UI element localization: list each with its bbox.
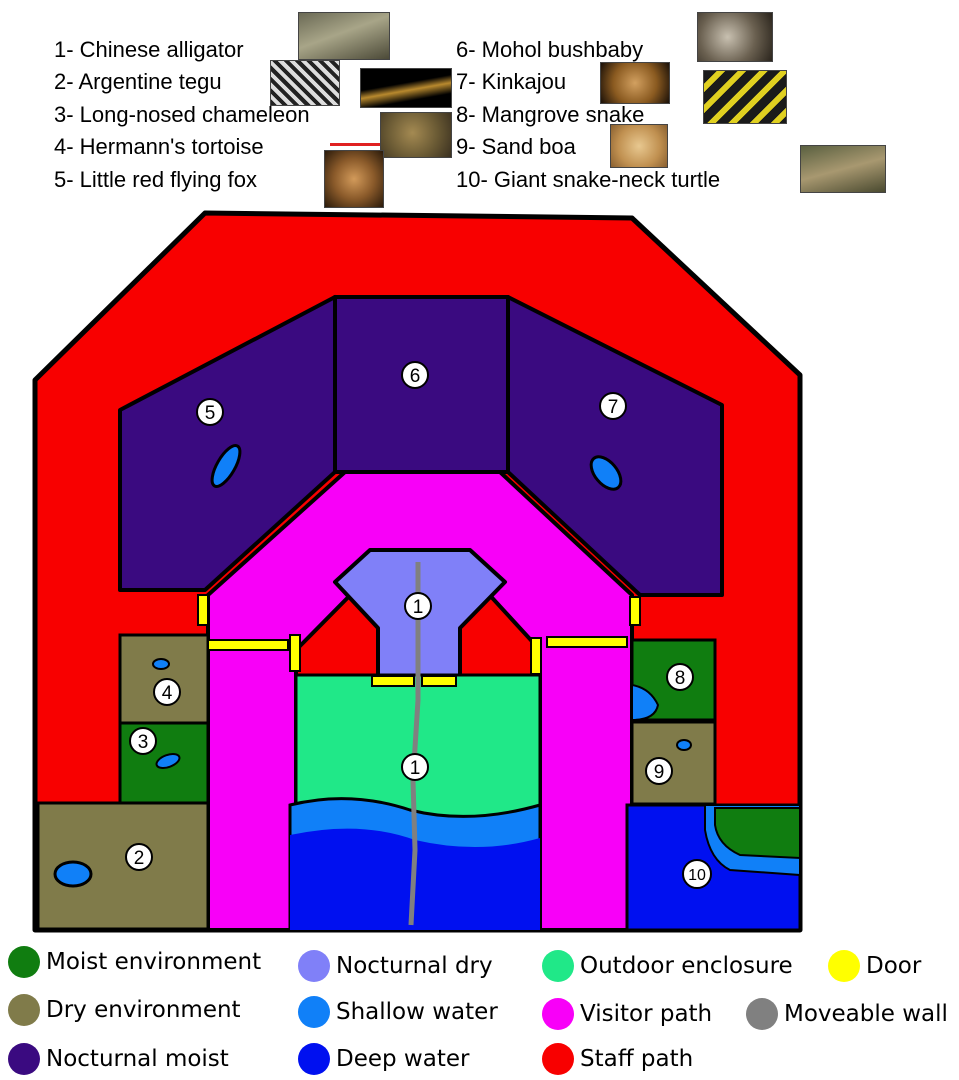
legend-swatch xyxy=(8,1043,40,1075)
label-10: 10 xyxy=(682,859,712,889)
species-item-2: 2- Argentine tegu xyxy=(54,69,222,94)
label-4: 4 xyxy=(153,678,181,706)
label-1-nocturnal: 1 xyxy=(404,592,432,620)
enclosure-7-area xyxy=(506,295,724,597)
legend-label: Dry environment xyxy=(46,997,241,1023)
legend-item-moist-environment: Moist environment xyxy=(8,946,261,978)
legend-item-outdoor-enclosure: Outdoor enclosure xyxy=(542,950,793,982)
svg-text:8: 8 xyxy=(675,668,686,689)
sand-boa-photo xyxy=(610,124,668,168)
legend-swatch xyxy=(828,950,860,982)
legend-label: Door xyxy=(866,953,922,979)
door-center-right xyxy=(421,675,457,687)
legend-swatch xyxy=(542,1043,574,1075)
mangrove-snake-photo xyxy=(703,70,787,124)
alligator-photo xyxy=(298,12,390,60)
door-left-inner xyxy=(289,634,301,672)
legend-item-door: Door xyxy=(828,950,921,982)
legend-label: Deep water xyxy=(336,1046,470,1072)
snake-neck-turtle-photo xyxy=(800,145,886,193)
label-5: 5 xyxy=(196,398,224,426)
legend-item-visitor-path: Visitor path xyxy=(542,998,712,1030)
door-left-path xyxy=(207,639,289,651)
enclosure-5-area xyxy=(118,295,337,592)
species-item-7: 7- Kinkajou xyxy=(456,69,567,94)
door-right-path xyxy=(546,636,628,648)
svg-text:4: 4 xyxy=(162,683,173,704)
species-item-4: 4- Hermann's tortoise xyxy=(54,134,264,159)
kinkajou-photo xyxy=(600,62,670,104)
legend-item-staff-path: Staff path xyxy=(542,1043,693,1075)
legend-swatch xyxy=(298,1043,330,1075)
enclosure-5-pond xyxy=(210,444,242,488)
label-6: 6 xyxy=(401,361,429,389)
legend-label: Nocturnal moist xyxy=(46,1046,229,1072)
legend-swatch xyxy=(8,994,40,1026)
legend-swatch xyxy=(542,950,574,982)
enclosure-4-pond xyxy=(152,658,170,670)
tegu-photo xyxy=(270,60,340,106)
species-item-9: 9- Sand boa xyxy=(456,134,576,159)
species-item-1: 1- Chinese alligator xyxy=(54,37,244,62)
legend-item-nocturnal-moist: Nocturnal moist xyxy=(8,1043,229,1075)
door-right-upper xyxy=(629,596,641,626)
legend-swatch xyxy=(746,998,778,1030)
label-2: 2 xyxy=(125,843,153,871)
legend-label: Nocturnal dry xyxy=(336,953,493,979)
species-item-6: 6- Mohol bushbaby xyxy=(456,37,644,62)
legend-swatch xyxy=(542,998,574,1030)
svg-text:2: 2 xyxy=(134,848,145,869)
chameleon-photo xyxy=(360,68,452,108)
label-7: 7 xyxy=(599,392,627,420)
tortoise-photo xyxy=(380,112,452,158)
door-right-inner xyxy=(530,637,542,675)
legend-label: Staff path xyxy=(580,1046,694,1072)
svg-text:6: 6 xyxy=(410,366,421,387)
door-center-left xyxy=(371,675,415,687)
enclosure-2-pond xyxy=(53,860,93,888)
label-3: 3 xyxy=(129,727,157,755)
legend-swatch xyxy=(298,996,330,1028)
species-item-10: 10- Giant snake-neck turtle xyxy=(456,167,721,192)
enclosure-9-pond xyxy=(676,739,692,751)
legend-label: Outdoor enclosure xyxy=(580,953,793,979)
svg-text:9: 9 xyxy=(654,762,665,783)
legend-item-dry-environment: Dry environment xyxy=(8,994,241,1026)
legend-label: Moist environment xyxy=(46,949,262,975)
svg-text:7: 7 xyxy=(608,397,619,418)
svg-text:3: 3 xyxy=(138,732,149,753)
legend-label: Shallow water xyxy=(336,999,498,1025)
label-1-outdoor: 1 xyxy=(401,753,429,781)
legend-item-shallow-water: Shallow water xyxy=(298,996,498,1028)
enclosure-7-pond xyxy=(589,455,623,491)
legend-item-moveable-wall: Moveable wall xyxy=(746,998,948,1030)
legend-item-deep-water: Deep water xyxy=(298,1043,469,1075)
legend-item-nocturnal-dry: Nocturnal dry xyxy=(298,950,493,982)
species-item-5: 5- Little red flying fox xyxy=(54,167,257,192)
svg-text:5: 5 xyxy=(205,403,216,424)
legend-label: Moveable wall xyxy=(784,1001,948,1027)
enclosure-9-area xyxy=(630,720,717,806)
legend-swatch xyxy=(298,950,330,982)
enclosure-8-pond xyxy=(631,683,660,722)
bushbaby-photo xyxy=(697,12,773,62)
enclosure-3-pond xyxy=(155,753,181,769)
legend-label: Visitor path xyxy=(580,1001,713,1027)
species-item-8: 8- Mangrove snake xyxy=(456,102,645,127)
flying-fox-photo xyxy=(324,150,384,208)
svg-text:1: 1 xyxy=(410,758,421,779)
door-left-upper xyxy=(197,594,209,626)
enclosure-10-land xyxy=(714,807,801,860)
svg-text:10: 10 xyxy=(688,867,706,884)
tortoise-photo-marker xyxy=(330,143,380,146)
label-9: 9 xyxy=(645,757,673,785)
svg-text:1: 1 xyxy=(413,597,424,618)
label-8: 8 xyxy=(666,663,694,691)
legend-swatch xyxy=(8,946,40,978)
species-item-3: 3- Long-nosed chameleon xyxy=(54,102,310,127)
